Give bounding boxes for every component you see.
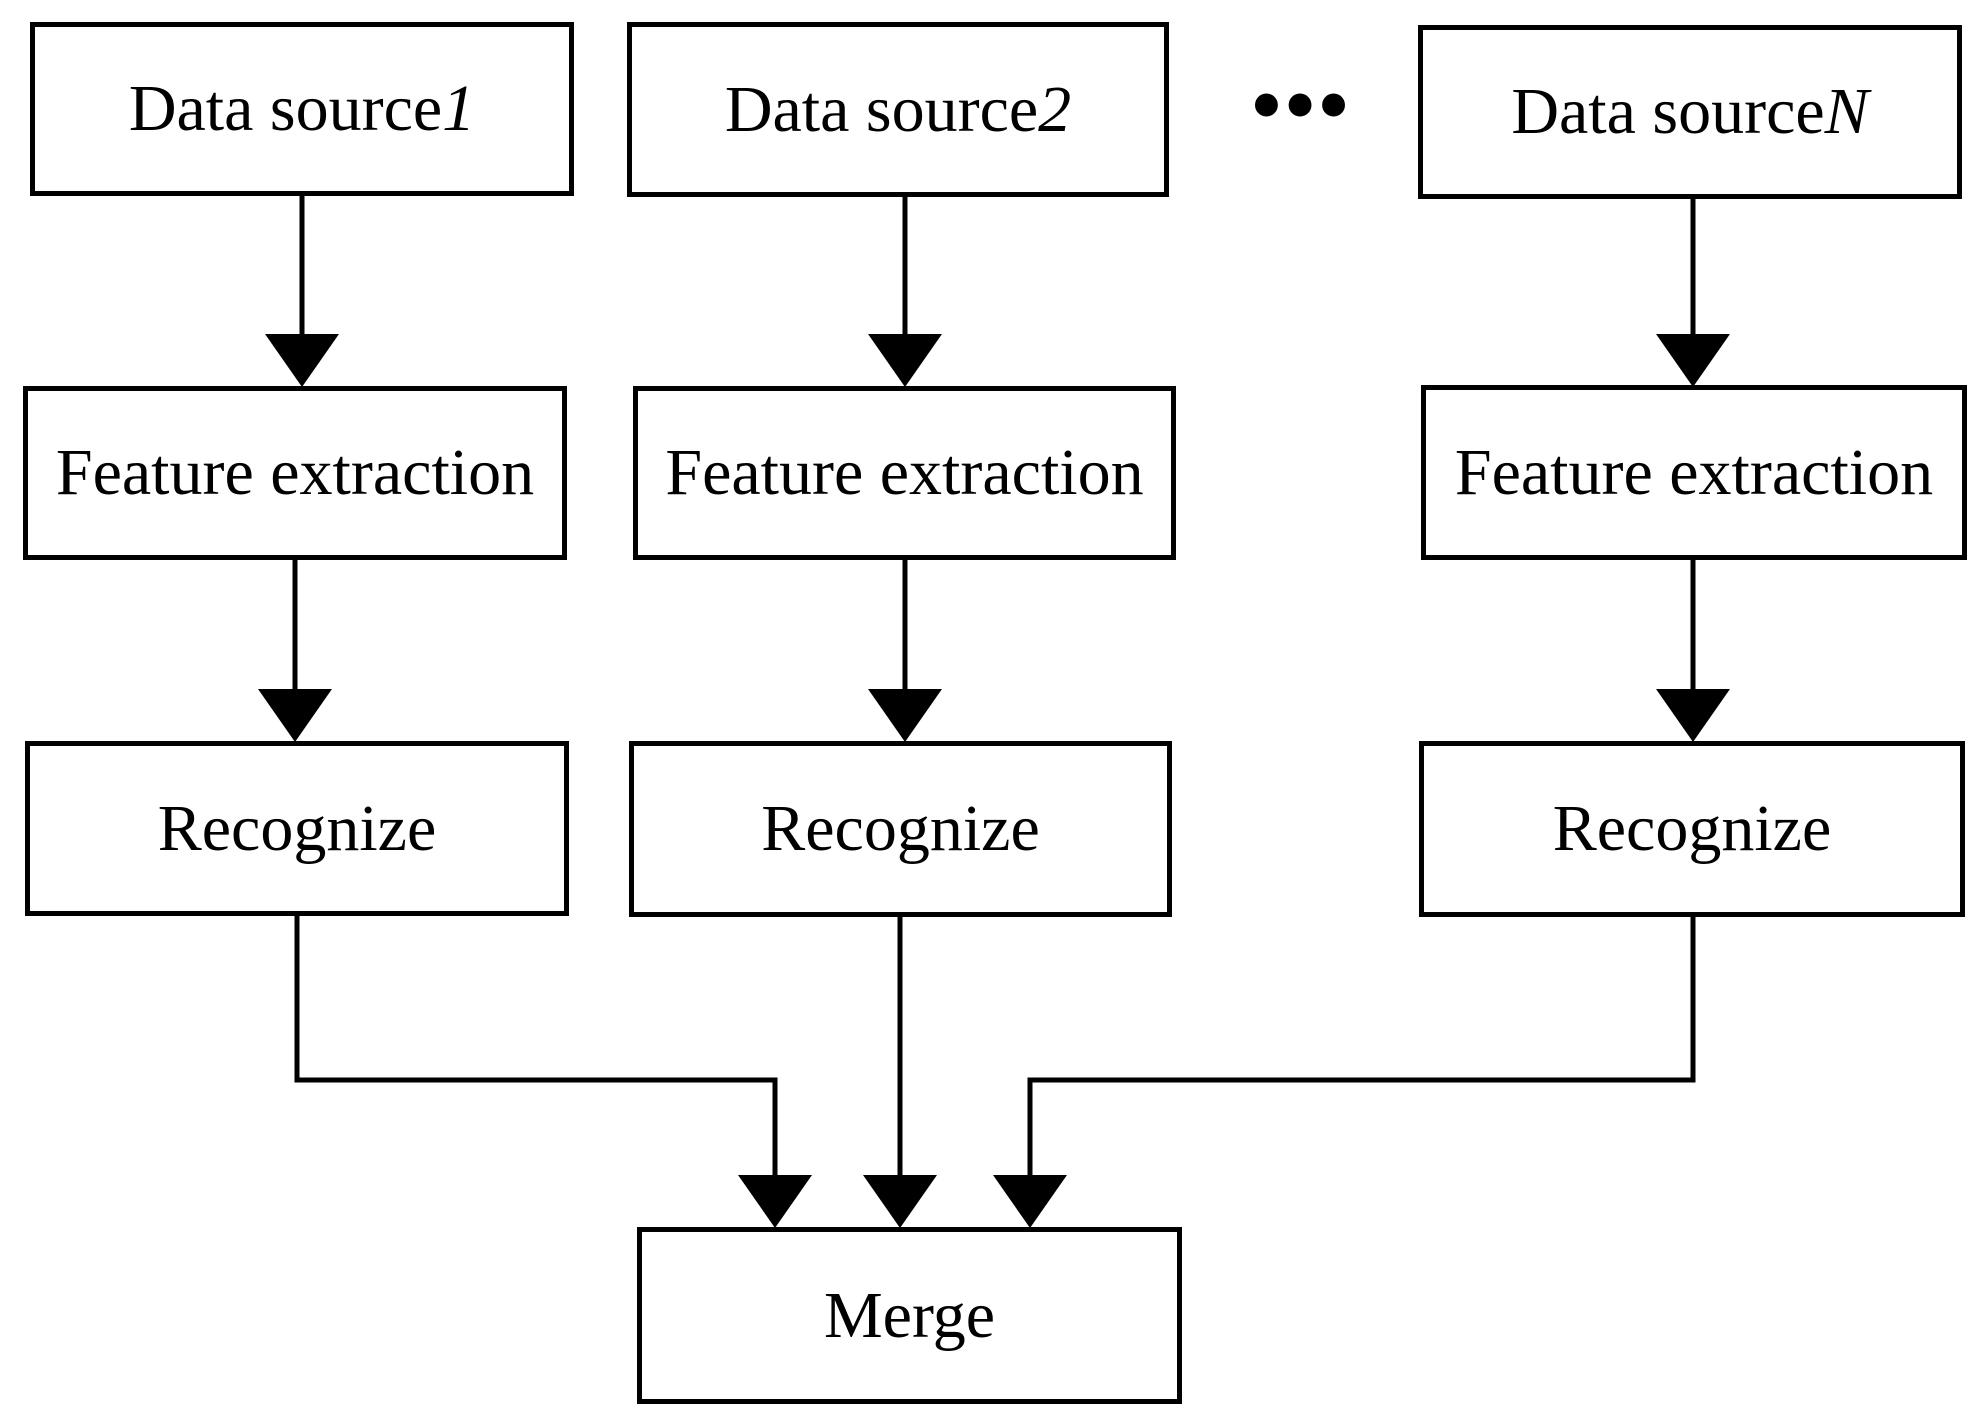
merge-box: Merge xyxy=(637,1227,1182,1404)
arrow-recognizeN-merge xyxy=(1027,915,1696,1180)
recognize-n-box: Recognize xyxy=(1419,741,1965,917)
data-source-2-box: Data source 2 xyxy=(627,22,1169,197)
arrowhead xyxy=(1656,334,1730,387)
arrowhead xyxy=(258,689,332,742)
feature-extraction-2-box: Feature extraction xyxy=(633,386,1176,560)
recognize-2-box: Recognize xyxy=(629,741,1172,917)
data-source-label: Data source xyxy=(128,72,443,145)
arrowhead xyxy=(868,689,942,742)
data-source-index: N xyxy=(1824,75,1869,148)
arrowhead xyxy=(863,1175,937,1228)
arrow-recognize1-merge xyxy=(294,914,778,1180)
feature-extraction-1-box: Feature extraction xyxy=(23,386,567,560)
arrowhead xyxy=(1656,689,1730,742)
arrowhead xyxy=(738,1175,812,1228)
data-source-n-box: Data source N xyxy=(1418,25,1962,199)
ellipsis: ••• xyxy=(1249,51,1351,158)
data-source-index: 1 xyxy=(442,72,476,145)
data-source-label: Data source xyxy=(1511,75,1825,148)
recognize-1-box: Recognize xyxy=(25,741,569,916)
arrowhead xyxy=(868,334,942,387)
data-source-label: Data source xyxy=(724,72,1039,146)
feature-extraction-n-box: Feature extraction xyxy=(1421,385,1967,560)
arrowhead xyxy=(265,334,339,387)
data-source-index: 2 xyxy=(1038,72,1072,146)
data-source-1-box: Data source 1 xyxy=(30,22,574,196)
arrowhead xyxy=(993,1175,1067,1228)
